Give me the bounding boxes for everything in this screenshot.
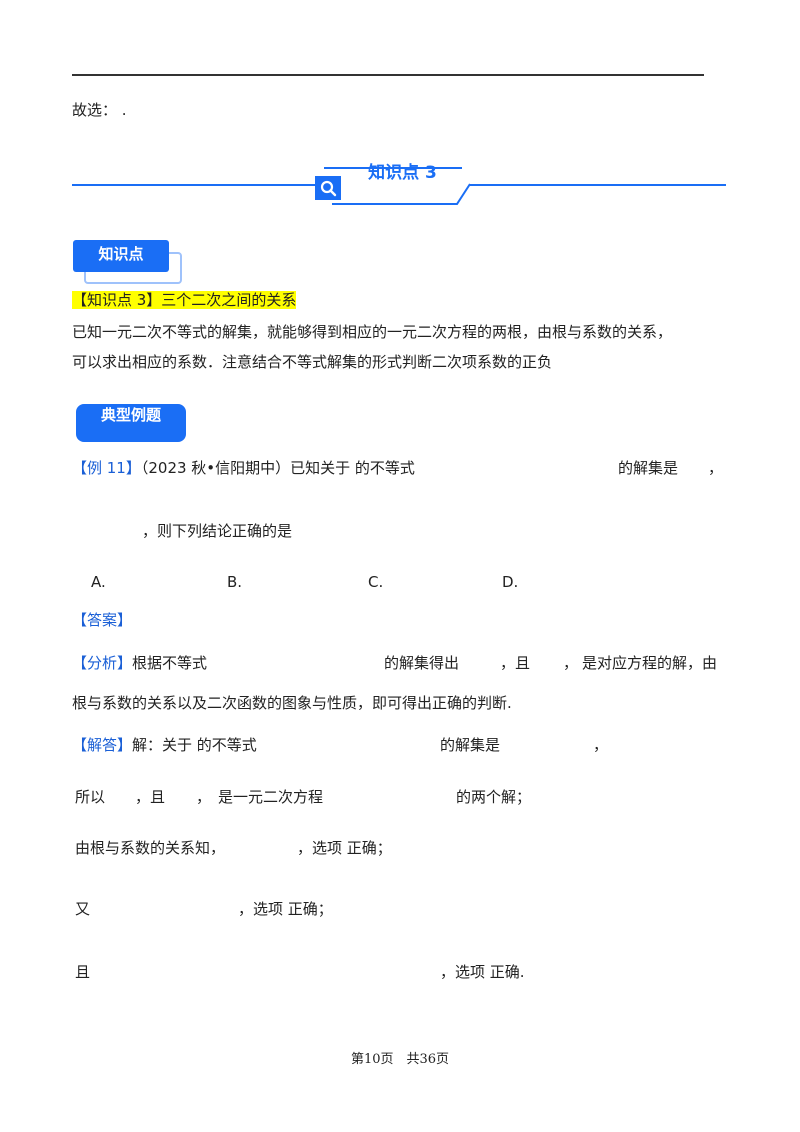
solution-tag: 【解答】 bbox=[72, 736, 133, 754]
solution-line2-b: ，且 bbox=[135, 788, 166, 806]
solution-text-c: ， bbox=[593, 736, 609, 754]
solution-line4-b: ，选项 正确； bbox=[238, 900, 333, 918]
kp-line-2: 可以求出相应的系数．注意结合不等式解集的形式判断二次项系数的正负 bbox=[72, 353, 553, 371]
section-title: 知识点 3 bbox=[368, 163, 437, 183]
example-line-2: ，则下列结论正确的是 bbox=[142, 522, 293, 540]
analysis-text-a: 根据不等式 bbox=[132, 654, 208, 672]
solution-line5-b: ，选项 正确. bbox=[440, 963, 525, 981]
option-b: B. bbox=[227, 573, 243, 591]
solution-line4-a: 又 bbox=[75, 900, 91, 918]
search-icon bbox=[315, 176, 341, 200]
example-text-c: ， bbox=[708, 459, 724, 477]
solution-line2-e: 的两个解； bbox=[456, 788, 532, 806]
example-text-b: 的解集是 bbox=[618, 459, 679, 477]
analysis-tag: 【分析】 bbox=[72, 654, 133, 672]
option-d: D. bbox=[502, 573, 519, 591]
analysis-text-c: ，且 bbox=[500, 654, 531, 672]
chosen-answer-text: 故选： . bbox=[72, 101, 127, 119]
kp-heading: 【知识点 3】三个二次之间的关系 bbox=[72, 290, 297, 310]
analysis-line-1: 【分析】根据不等式 bbox=[72, 653, 207, 673]
solution-line2-a: 所以 bbox=[75, 788, 106, 806]
solution-line2-c: ， bbox=[196, 788, 212, 806]
kp-heading-text: 【知识点 3】三个二次之间的关系 bbox=[72, 291, 297, 309]
banner-right-line bbox=[470, 184, 726, 186]
kp-label: 知识点 bbox=[73, 240, 169, 272]
page-number: 第10页 共36页 bbox=[350, 1052, 450, 1067]
analysis-text-d: ， bbox=[563, 654, 579, 672]
example-line-1: 【例 11】（2023 秋•信阳期中）已知关于 的不等式 bbox=[72, 458, 415, 478]
answer-tag: 【答案】 bbox=[72, 611, 133, 629]
solution-line-1: 【解答】解：关于 的不等式 bbox=[72, 735, 257, 755]
analysis-text-e: 是对应方程的解，由 bbox=[582, 654, 718, 672]
example-text-a: （2023 秋•信阳期中）已知关于 的不等式 bbox=[140, 459, 415, 477]
solution-line5-a: 且 bbox=[75, 963, 91, 981]
banner-frame bbox=[324, 167, 471, 205]
analysis-text-b: 的解集得出 bbox=[384, 654, 460, 672]
example-label: 典型例题 bbox=[76, 404, 186, 442]
analysis-line-2: 根与系数的关系以及二次函数的图象与性质，即可得出正确的判断. bbox=[72, 694, 512, 712]
solution-line3-a: 由根与系数的关系知， bbox=[75, 839, 226, 857]
banner-left-line bbox=[72, 184, 315, 186]
example-tag: 【例 11】 bbox=[72, 459, 141, 477]
solution-line3-b: ，选项 正确； bbox=[297, 839, 392, 857]
kp-line-1: 已知一元二次不等式的解集，就能够得到相应的一元二次方程的两根，由根与系数的关系， bbox=[72, 323, 673, 341]
solution-line2-d: 是一元二次方程 bbox=[218, 788, 324, 806]
option-a: A. bbox=[91, 573, 106, 591]
header-rule bbox=[72, 74, 704, 76]
option-c: C. bbox=[368, 573, 384, 591]
solution-text-b: 的解集是 bbox=[440, 736, 501, 754]
solution-text-a: 解：关于 的不等式 bbox=[132, 736, 257, 754]
